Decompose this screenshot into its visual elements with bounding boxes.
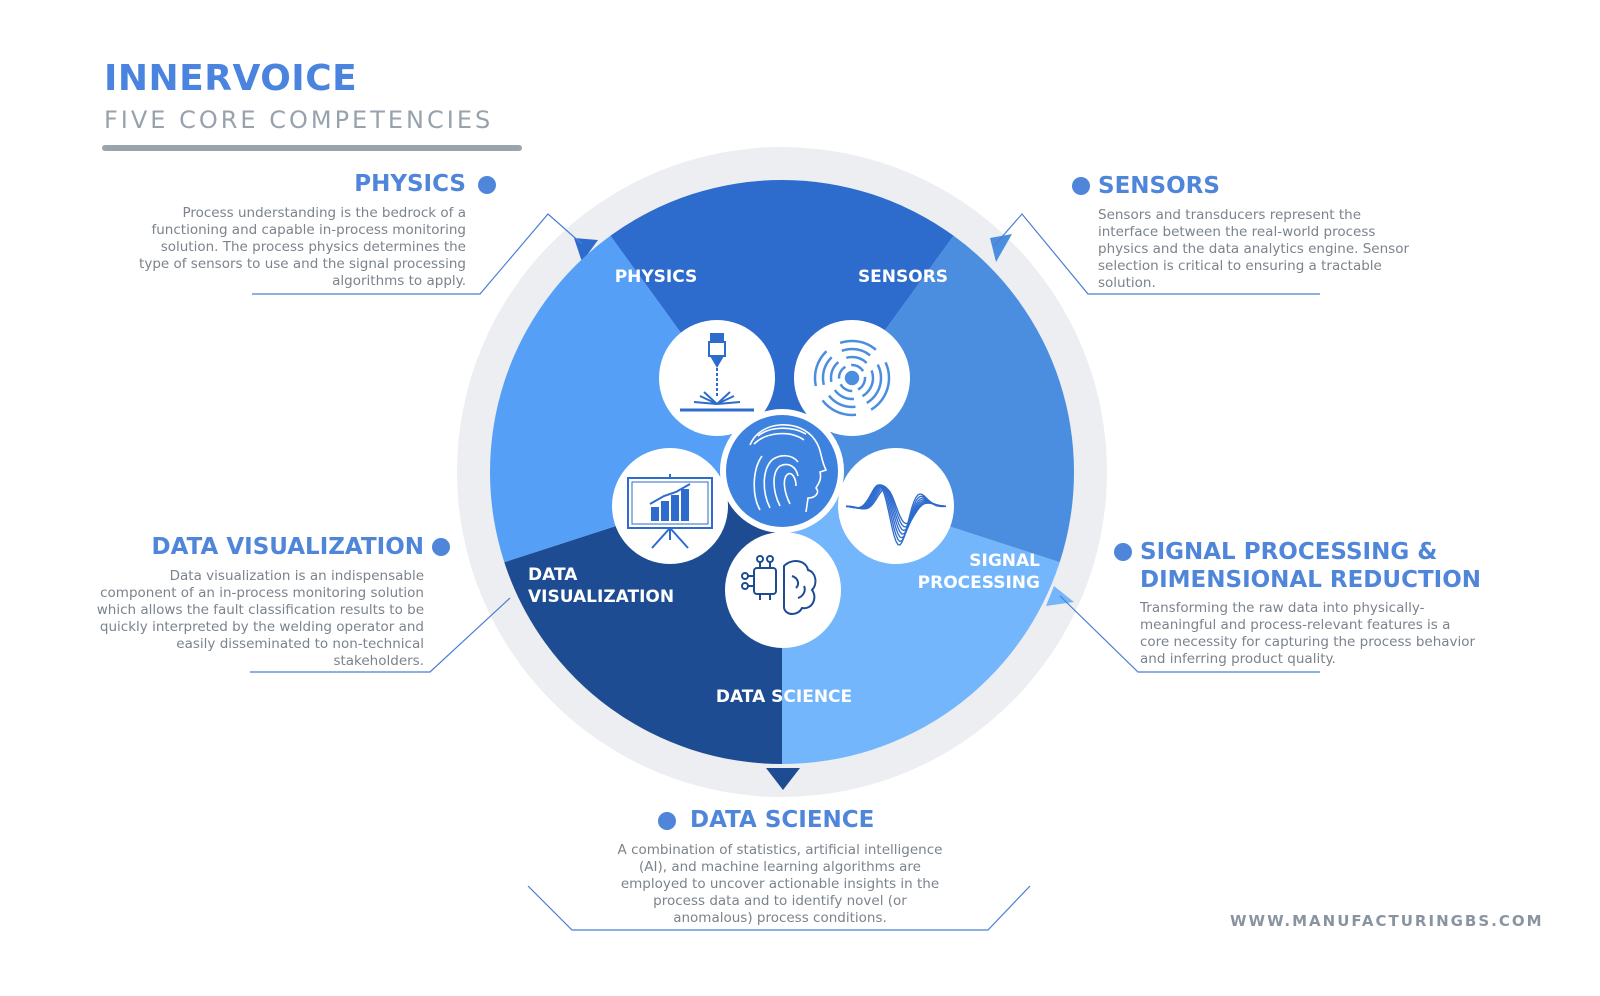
datascience-connector [527,885,1031,931]
signal-dot [1114,543,1132,561]
dataviz-connector [250,597,511,673]
physics-description: Process understanding is the bedrock of … [139,205,466,289]
physics-segment-label: PHYSICS [615,267,698,287]
signal-description: Transforming the raw data into physicall… [1140,600,1476,667]
physics-dot [478,176,496,194]
presentation-chart-icon [627,474,713,549]
physics-pointer [574,238,598,262]
laser-icon [680,333,754,412]
sensors-pointer [990,234,1012,262]
sensors-dot [1072,177,1090,195]
signal-icon-badge [838,448,954,564]
datascience-description: A combination of statistics, artificial … [617,842,943,926]
fingerprint-head-icon [749,424,828,513]
signal-processing-segment [781,472,1060,764]
visualization-icon-badge [612,448,728,564]
brain-chip-icon [741,555,817,615]
footer-url: WWW.MANUFACTURINGBS.COM [1230,912,1544,930]
datascience-heading: DATA SCIENCE [690,807,875,833]
datascience-dot [658,812,676,830]
sensor-icon [813,339,891,417]
title-underline [102,145,522,151]
dataviz-description: Data visualization is an indispensable c… [96,568,424,669]
physics-heading: PHYSICS [354,171,466,197]
sensors-heading: SENSORS [1098,173,1220,199]
dataviz-heading: DATA VISUALIZATION [151,534,424,560]
dataviz-dot [432,538,450,556]
physics-connector [252,213,583,295]
physics-segment [610,180,954,472]
signal-heading-line1: SIGNAL PROCESSING & [1140,539,1438,565]
waveform-icon [845,483,947,546]
center-badge [720,409,844,533]
physics-icon-badge [659,320,775,436]
signal-connector [1059,595,1320,673]
sensors-connector [993,213,1320,295]
sensors-description: Sensors and transducers represent the in… [1098,207,1410,291]
datascience-icon-badge [725,532,841,648]
sensors-segment-label: SENSORS [858,267,948,287]
signal-heading-line2: DIMENSIONAL REDUCTION [1140,567,1482,593]
data-science-segment-label: DATA SCIENCE [716,687,852,707]
datascience-pointer [766,768,800,790]
sensors-icon-badge [794,320,910,436]
page-title: INNERVOICE [104,58,358,99]
connector-lines [250,213,1320,931]
page-subtitle: FIVE CORE COMPETENCIES [104,106,494,134]
